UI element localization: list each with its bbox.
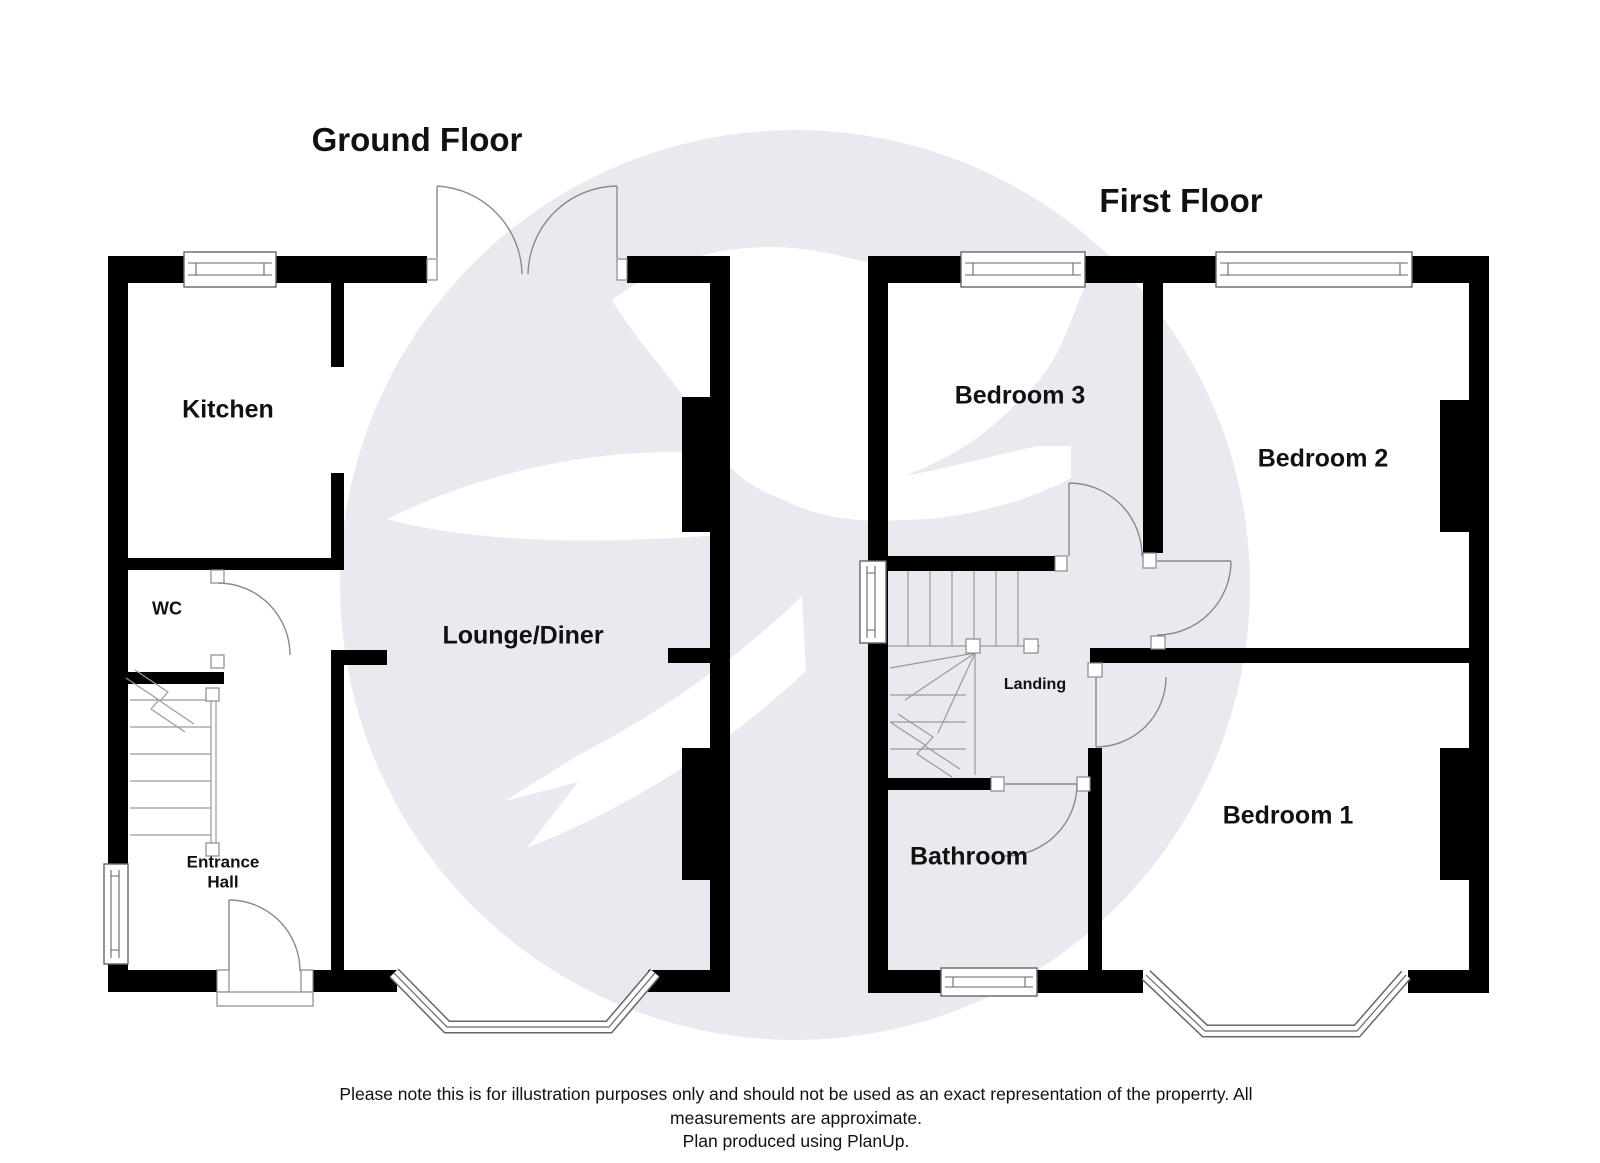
- porch-step: [216, 991, 314, 1007]
- ground-floor-title: Ground Floor: [311, 121, 523, 159]
- wc-door: [210, 569, 291, 669]
- ground-floor-plan: [103, 185, 730, 1034]
- landing-side-window: [859, 560, 887, 644]
- disclaimer-text: Please note this is for illustration pur…: [4, 1083, 1588, 1154]
- bathroom-window: [940, 967, 1038, 997]
- ff-chimney-breast-upper: [1440, 400, 1469, 532]
- bedroom3-label: Bedroom 3: [954, 381, 1086, 410]
- first-floor-doors: [990, 482, 1232, 857]
- ff-bay-window: [1141, 970, 1411, 1038]
- bedroom3-door: [1054, 482, 1157, 572]
- bedroom1-label: Bedroom 1: [1222, 801, 1354, 830]
- gf-chimney-breast-lower: [682, 748, 730, 880]
- disclaimer-line-2: measurements are approximate.: [670, 1107, 922, 1128]
- landing-label: Landing: [1003, 675, 1067, 693]
- bedroom1-door: [1087, 662, 1167, 748]
- entrance-hall-label: Entrance Hall: [186, 852, 260, 891]
- planup-watermark-logo: [340, 130, 1250, 1040]
- hall-side-window: [103, 863, 129, 965]
- gf-bay-window: [389, 968, 660, 1034]
- bedroom2-window: [1215, 251, 1413, 288]
- gf-chimney-breast-upper: [682, 397, 730, 532]
- ground-floor-windows: [103, 251, 660, 1034]
- bathroom-door: [990, 776, 1091, 857]
- ground-floor-walls: [108, 256, 730, 992]
- french-doors: [426, 185, 628, 281]
- disclaimer-line-3: Plan produced using PlanUp.: [682, 1131, 910, 1151]
- first-floor-windows: [859, 251, 1413, 1038]
- ground-floor-doors: [210, 185, 628, 1007]
- bedroom2-label: Bedroom 2: [1257, 444, 1389, 473]
- wc-label: WC: [152, 598, 182, 619]
- lounge-diner-label: Lounge/Diner: [442, 621, 604, 650]
- first-floor-plan: [859, 251, 1489, 1038]
- gf-staircase: [125, 669, 220, 857]
- bedroom2-door: [1150, 560, 1232, 650]
- front-door: [216, 899, 314, 1007]
- kitchen-label: Kitchen: [182, 395, 274, 424]
- disclaimer-line-1: Please note this is for illustration pur…: [339, 1084, 1253, 1104]
- ff-chimney-breast-lower: [1440, 748, 1469, 880]
- kitchen-window: [183, 251, 277, 288]
- bathroom-label: Bathroom: [909, 842, 1029, 871]
- bedroom3-window: [960, 251, 1086, 288]
- ff-staircase: [888, 571, 1040, 778]
- first-floor-title: First Floor: [1099, 182, 1263, 220]
